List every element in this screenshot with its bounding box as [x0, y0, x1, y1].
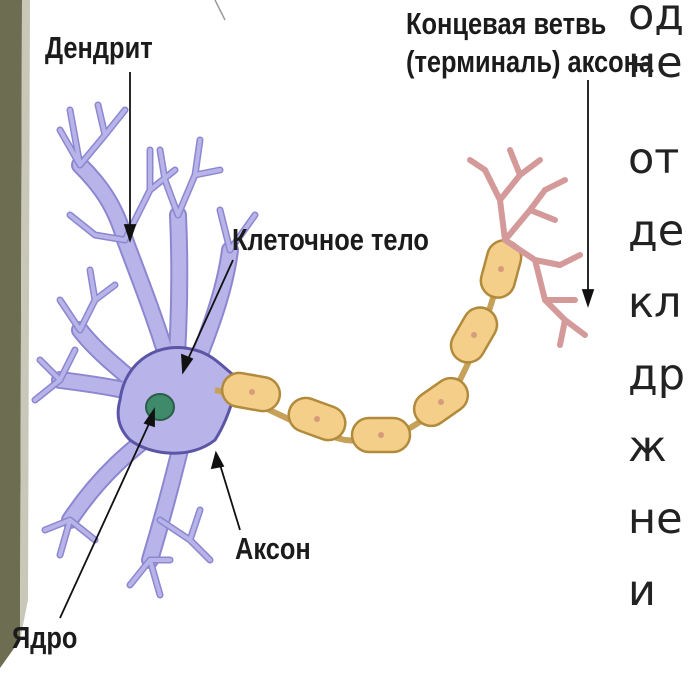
side-text-line: од	[628, 0, 684, 37]
side-text-line: ж	[628, 426, 667, 469]
side-text-line: не	[628, 42, 683, 85]
label-axon: Аксон	[235, 531, 311, 567]
myelin-sheath	[219, 237, 524, 452]
label-terminal-line-1: Концевая ветвь	[406, 6, 606, 42]
label-dendrite: Дендрит	[45, 30, 153, 66]
side-text-line: не	[628, 498, 683, 541]
side-text-line: и	[628, 570, 656, 613]
side-text-line: др	[628, 354, 685, 397]
label-nucleus: Ядро	[12, 620, 77, 656]
left-accent-stripe	[0, 0, 22, 668]
cell-body	[118, 347, 240, 453]
dendrite-tree	[35, 105, 255, 595]
label-cell-body: Клеточное тело	[232, 222, 429, 258]
side-text-line: от	[628, 138, 679, 181]
side-text-line: кл	[628, 282, 681, 325]
side-text-line: де	[628, 210, 684, 253]
label-terminal-line-2: (терминаль) аксона	[406, 44, 653, 80]
